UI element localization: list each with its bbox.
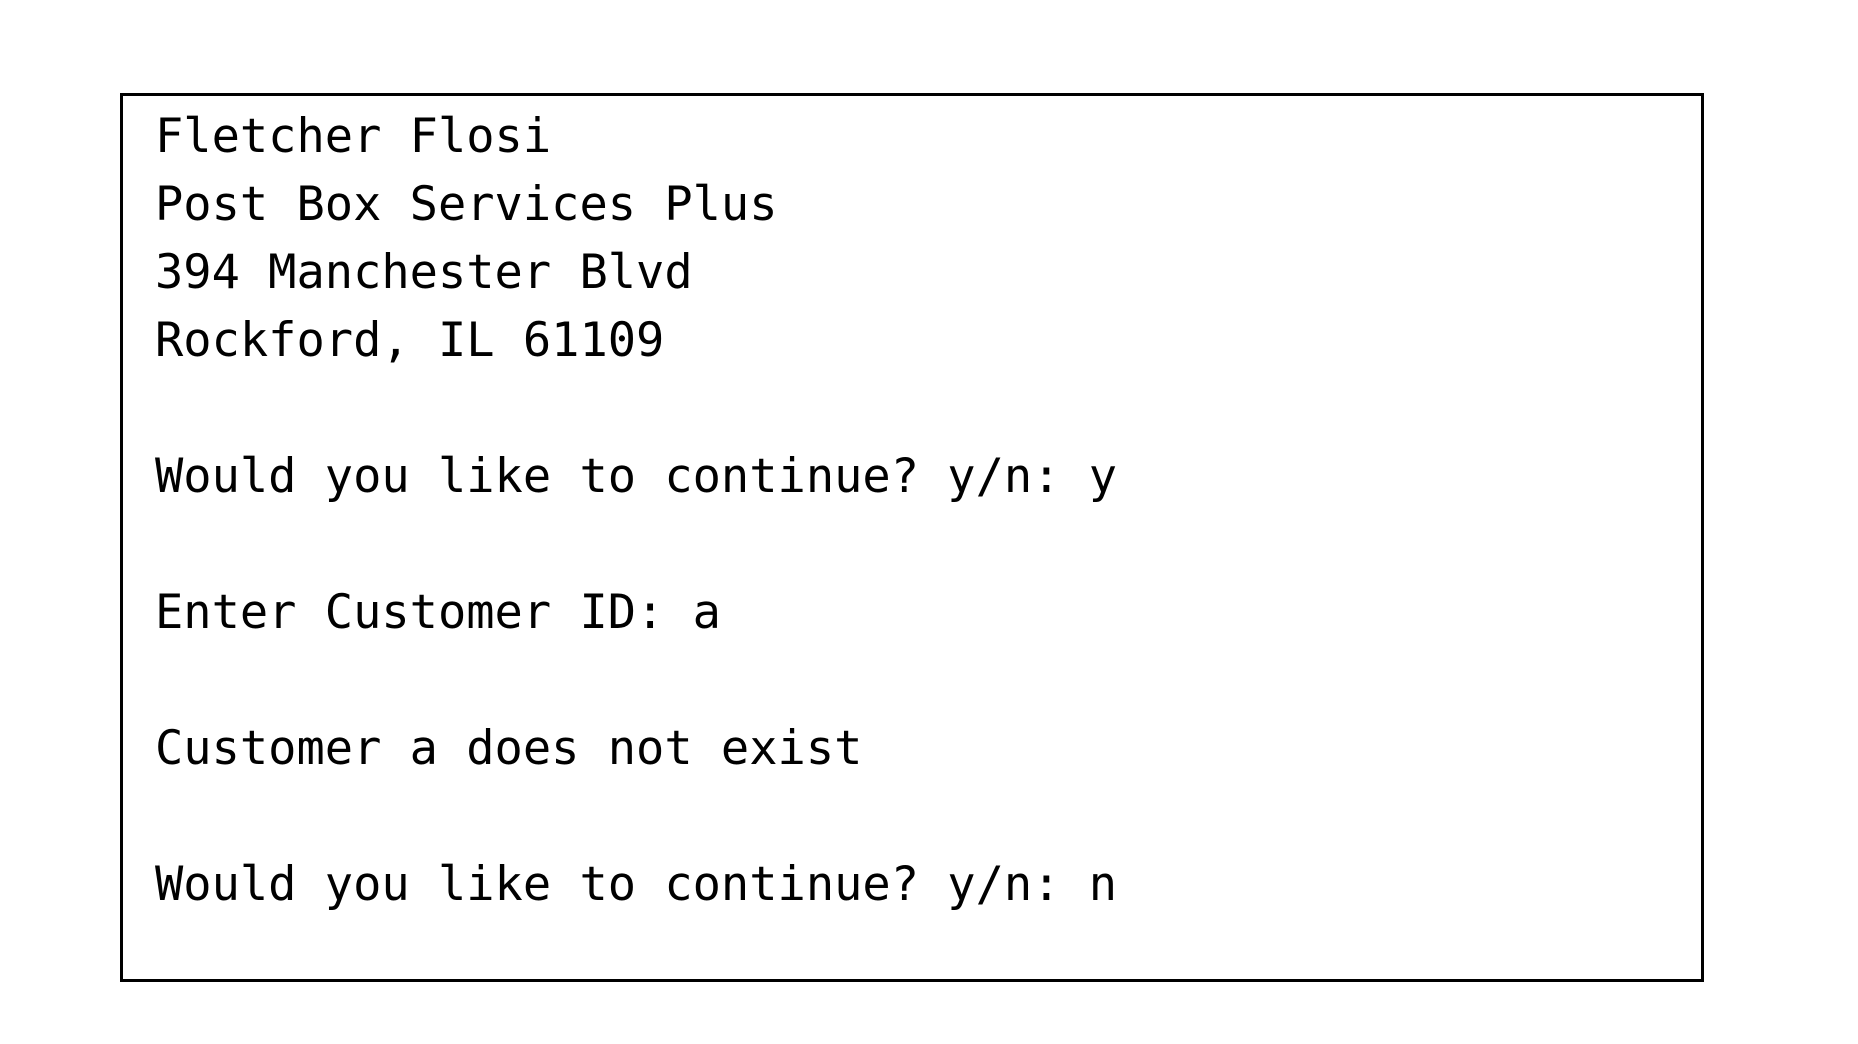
console-line-customer-id-prompt: Enter Customer ID: a	[155, 585, 721, 640]
console-line-city-state-zip: Rockford, IL 61109	[155, 313, 665, 368]
console-output: Fletcher Flosi Post Box Services Plus 39…	[123, 96, 1701, 919]
console-line-street-address: 394 Manchester Blvd	[155, 245, 693, 300]
console-line-error-message: Customer a does not exist	[155, 721, 863, 776]
console-line-blank	[155, 511, 1671, 579]
console-line-continue-prompt-1: Would you like to continue? y/n: y	[155, 449, 1118, 504]
console-line-business-name: Post Box Services Plus	[155, 177, 778, 232]
console-line-blank	[155, 783, 1671, 851]
console-line-customer-name: Fletcher Flosi	[155, 109, 552, 164]
console-line-continue-prompt-2: Would you like to continue? y/n: n	[155, 857, 1118, 912]
console-line-blank	[155, 647, 1671, 715]
console-window[interactable]: Fletcher Flosi Post Box Services Plus 39…	[120, 93, 1704, 982]
console-line-blank	[155, 375, 1671, 443]
